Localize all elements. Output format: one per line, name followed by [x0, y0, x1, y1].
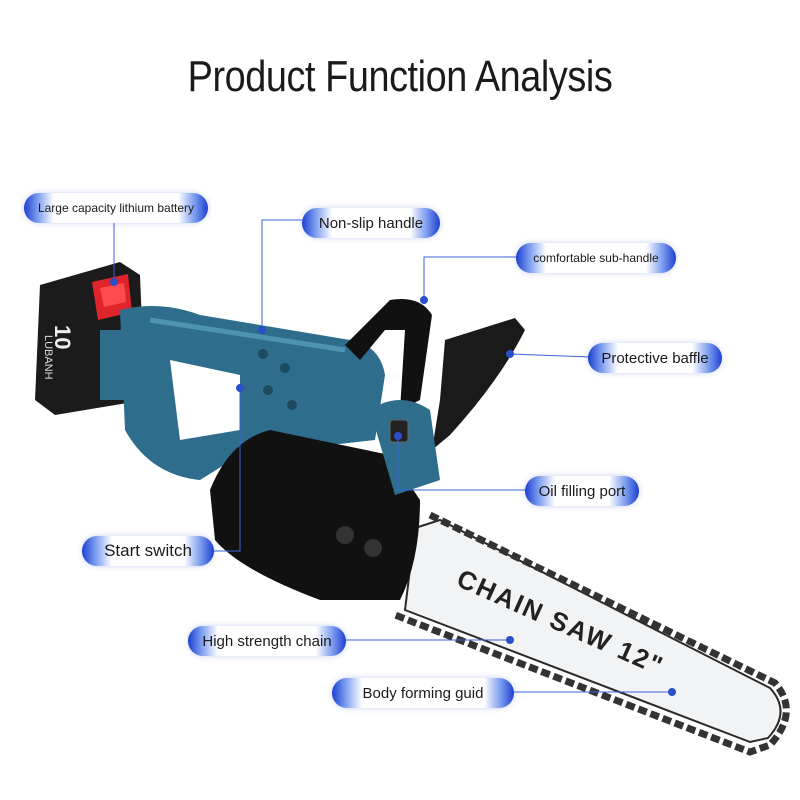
saw-body	[120, 306, 385, 480]
protective-baffle	[432, 318, 525, 450]
battery-capacity-text: 10	[50, 325, 75, 349]
label-handle: Non-slip handle	[302, 208, 440, 238]
label-start-switch: Start switch	[82, 536, 214, 566]
label-battery: Large capacity lithium battery	[24, 193, 208, 223]
label-handle-text: Non-slip handle	[318, 214, 424, 232]
label-sub-handle-text: comfortable sub-handle	[533, 251, 659, 265]
label-oil-port-text: Oil filling port	[538, 482, 626, 500]
label-baffle-text: Protective baffle	[601, 349, 709, 367]
label-guide: Body forming guid	[332, 678, 514, 708]
sub-handle	[345, 299, 432, 410]
saw-chain	[393, 511, 790, 756]
label-start-switch-text: Start switch	[104, 541, 192, 560]
label-guide-text: Body forming guid	[362, 684, 484, 702]
label-baffle: Protective baffle	[588, 343, 722, 373]
battery-pack: 10 LUBANH	[35, 262, 145, 415]
label-battery-text: Large capacity lithium battery	[37, 201, 195, 215]
battery-brand-text: LUBANH	[42, 335, 54, 380]
guide-bar	[403, 518, 782, 744]
label-chain: High strength chain	[188, 626, 346, 656]
label-oil-port: Oil filling port	[525, 476, 639, 506]
label-chain-text: High strength chain	[202, 632, 332, 650]
label-sub-handle: comfortable sub-handle	[516, 243, 676, 273]
page-title: Product Function Analysis	[187, 52, 613, 101]
leader-lines	[113, 219, 672, 693]
side-cover	[210, 400, 440, 600]
leader-dots	[110, 278, 676, 696]
